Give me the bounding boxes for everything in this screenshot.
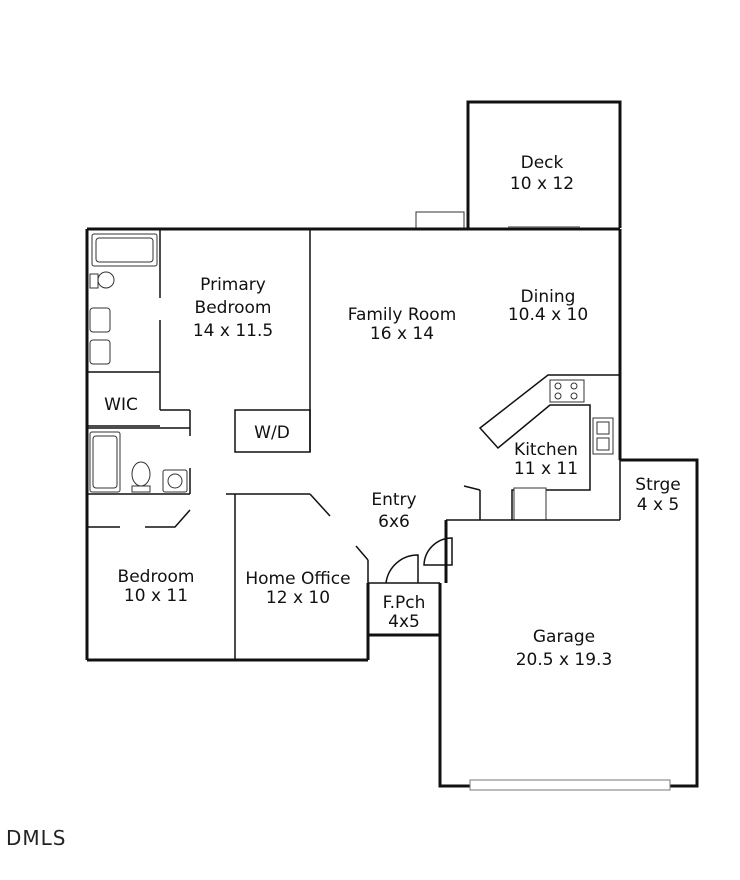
bedroom-label: Bedroom xyxy=(118,567,195,587)
wic-label: WIC xyxy=(104,395,138,415)
interior-walls xyxy=(87,229,369,660)
primary-bedroom-label-line1: Primary xyxy=(200,275,266,295)
wd-label: W/D xyxy=(254,423,290,443)
deck-size: 10 x 12 xyxy=(510,174,574,194)
home-office-size: 12 x 10 xyxy=(266,588,330,608)
kitchen-label: Kitchen xyxy=(514,440,578,460)
home-office-label: Home Office xyxy=(245,569,350,589)
storage-label: Strge xyxy=(635,475,680,495)
deck-label: Deck xyxy=(521,153,564,173)
front-porch-size: 4x5 xyxy=(388,612,420,632)
kitchen-counters xyxy=(446,374,621,521)
bedroom-size: 10 x 11 xyxy=(124,586,188,606)
deck-outline xyxy=(415,100,622,230)
dining-label: Dining xyxy=(521,287,576,307)
primary-bedroom-size: 14 x 11.5 xyxy=(193,321,273,341)
dining-size: 10.4 x 10 xyxy=(508,305,588,325)
primary-bedroom-label-line2: Bedroom xyxy=(195,298,272,318)
garage-label: Garage xyxy=(533,627,595,647)
entry-label: Entry xyxy=(371,490,416,510)
family-room-size: 16 x 14 xyxy=(370,324,434,344)
family-room-label: Family Room xyxy=(348,305,457,325)
storage-size: 4 x 5 xyxy=(637,495,680,515)
bathroom-fixtures xyxy=(89,233,188,493)
kitchen-size: 11 x 11 xyxy=(514,459,578,479)
entry-size: 6x6 xyxy=(378,512,410,532)
watermark-logo: DMLS xyxy=(6,826,67,850)
garage-size: 20.5 x 19.3 xyxy=(516,650,613,670)
front-porch-label: F.Pch xyxy=(383,593,426,613)
garage-outline xyxy=(423,458,699,791)
